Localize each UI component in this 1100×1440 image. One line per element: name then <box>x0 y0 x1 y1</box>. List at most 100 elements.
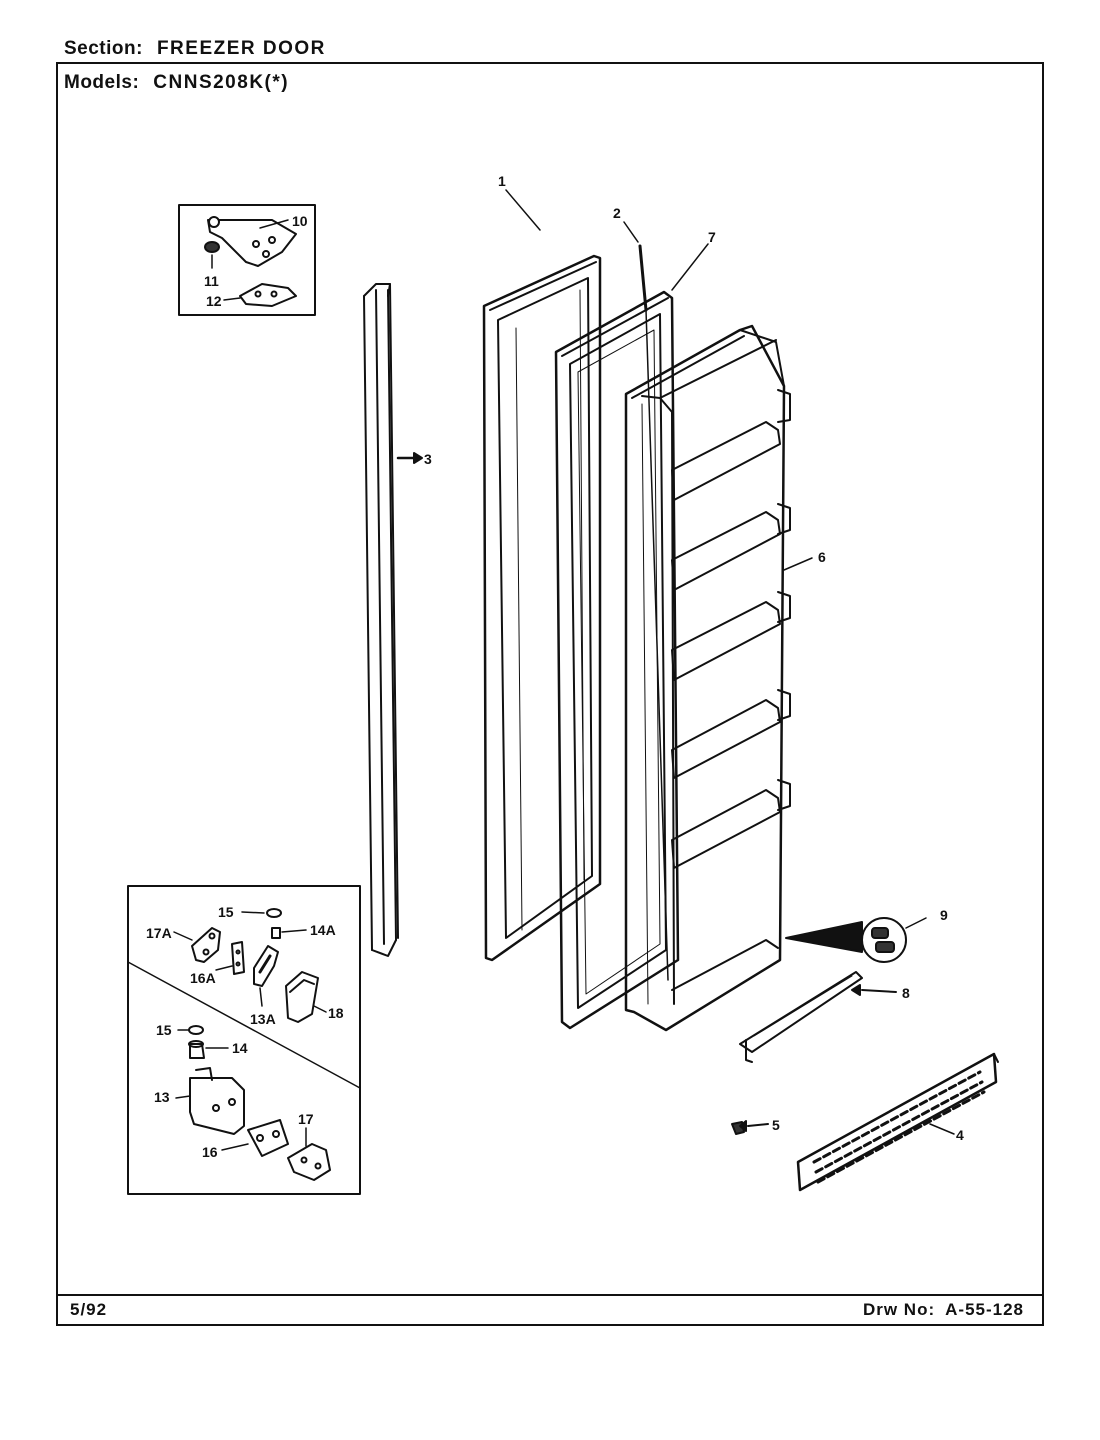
hinge-shim-icon <box>239 283 297 307</box>
leader-line <box>223 297 241 301</box>
shelf-rail <box>671 601 781 681</box>
bracket-icon <box>287 1143 331 1181</box>
plate-icon <box>231 941 245 975</box>
leader-line <box>783 557 813 571</box>
hinge-hole-icon <box>262 250 270 258</box>
fastener-detail-9 <box>861 917 927 963</box>
callout-14: 14 <box>232 1040 248 1056</box>
detail-circle <box>861 917 907 963</box>
washer-icon <box>266 908 282 918</box>
bracket-icon <box>191 927 221 963</box>
callout-16a: 16A <box>190 970 216 986</box>
callout-12: 12 <box>206 293 222 309</box>
leader-line <box>175 1095 191 1099</box>
washer-icon <box>204 241 220 253</box>
screw-icon <box>875 941 895 953</box>
callout-1: 1 <box>498 173 506 189</box>
callout-18: 18 <box>328 1005 344 1021</box>
hinge-cover-icon <box>285 971 319 1023</box>
upper-hinge-inset <box>178 204 316 316</box>
leader-wedge <box>785 921 863 953</box>
upper-hinge-box <box>178 204 316 316</box>
drawing-label: Drw No: <box>862 1300 936 1319</box>
hinge-hole-icon <box>252 240 260 248</box>
callout-17a: 17A <box>146 925 172 941</box>
door-liner-6 <box>624 324 863 1032</box>
hinge-hole-icon <box>268 236 276 244</box>
arrow-icon <box>739 1120 747 1132</box>
leader-line <box>623 221 639 243</box>
door-gasket-7 <box>554 243 709 1030</box>
handle-trim-strip <box>363 283 423 957</box>
arrow-icon <box>413 452 423 464</box>
breaker-strip-2 <box>623 221 669 981</box>
leader-line <box>313 1005 327 1013</box>
leader-line <box>241 911 265 914</box>
callout-2: 2 <box>613 205 621 221</box>
leader-line <box>259 987 263 1007</box>
callout-15-bottom: 15 <box>156 1022 172 1038</box>
callout-13: 13 <box>154 1089 170 1105</box>
models-value: CNNS208K(*) <box>153 72 290 93</box>
drawing-number: A-55-128 <box>945 1300 1024 1319</box>
callout-3: 3 <box>424 451 432 467</box>
models-line: Models: CNNS208K(*) <box>64 72 289 94</box>
callout-16: 16 <box>202 1144 218 1160</box>
leader-line <box>215 965 233 971</box>
section-line: Section: FREEZER DOOR <box>64 38 326 60</box>
shelf-rail <box>671 421 781 501</box>
bushing-icon <box>271 927 281 939</box>
leader-line <box>281 929 307 933</box>
callout-15-top: 15 <box>218 904 234 920</box>
screw-5 <box>731 1120 769 1135</box>
hinge-pin-icon <box>208 216 220 228</box>
washer-icon <box>188 1025 204 1035</box>
drawing-frame <box>56 62 1044 1326</box>
hinge-icon <box>253 945 279 987</box>
lower-hinge-box <box>127 885 361 1195</box>
shelf-rail <box>671 511 781 591</box>
callout-7: 7 <box>708 229 716 245</box>
lower-hinge-inset <box>127 885 361 1195</box>
shim-hole-icon <box>254 290 262 298</box>
section-label: Section: <box>64 38 143 59</box>
leader-line <box>173 931 193 941</box>
leader-line <box>929 1123 955 1135</box>
bushing-icon <box>189 1043 205 1059</box>
leader-line <box>747 1123 769 1127</box>
callout-14a: 14A <box>310 922 336 938</box>
callout-17: 17 <box>298 1111 314 1127</box>
callout-5: 5 <box>772 1117 780 1133</box>
footer-date: 5/92 <box>70 1300 108 1319</box>
footer-drawing-number: Drw No: A-55-128 <box>863 1300 1024 1320</box>
callout-8: 8 <box>902 985 910 1001</box>
footer-rule <box>56 1294 1044 1296</box>
leader-line <box>259 219 289 229</box>
models-label: Models: <box>64 72 140 93</box>
callout-6: 6 <box>818 549 826 565</box>
leader-line <box>861 989 897 993</box>
callout-4: 4 <box>956 1127 964 1143</box>
shelf-rail <box>671 699 781 779</box>
kick-grille-4 <box>796 1052 999 1192</box>
callout-labels: 1 2 3 4 5 6 7 8 9 10 11 12 13 13A 14 14A… <box>146 173 964 1160</box>
callout-9: 9 <box>940 907 948 923</box>
leader-line <box>505 189 541 231</box>
upper-hinge-icon <box>207 219 297 267</box>
leader-line <box>671 243 709 291</box>
door-panel-1 <box>482 189 602 962</box>
section-value: FREEZER DOOR <box>156 38 326 59</box>
shelf-rail <box>671 789 781 869</box>
shim-hole-icon <box>270 290 278 298</box>
leader-line <box>221 1143 249 1151</box>
arrow-icon <box>851 984 861 996</box>
screw-icon <box>871 927 889 939</box>
plate-icon <box>247 1119 289 1157</box>
callout-10: 10 <box>292 213 308 229</box>
leader-line <box>905 917 927 929</box>
bottom-trim-8 <box>739 971 897 1063</box>
divider-line <box>127 961 361 1089</box>
lower-hinge-icon <box>189 1077 245 1135</box>
callout-11: 11 <box>204 273 219 289</box>
